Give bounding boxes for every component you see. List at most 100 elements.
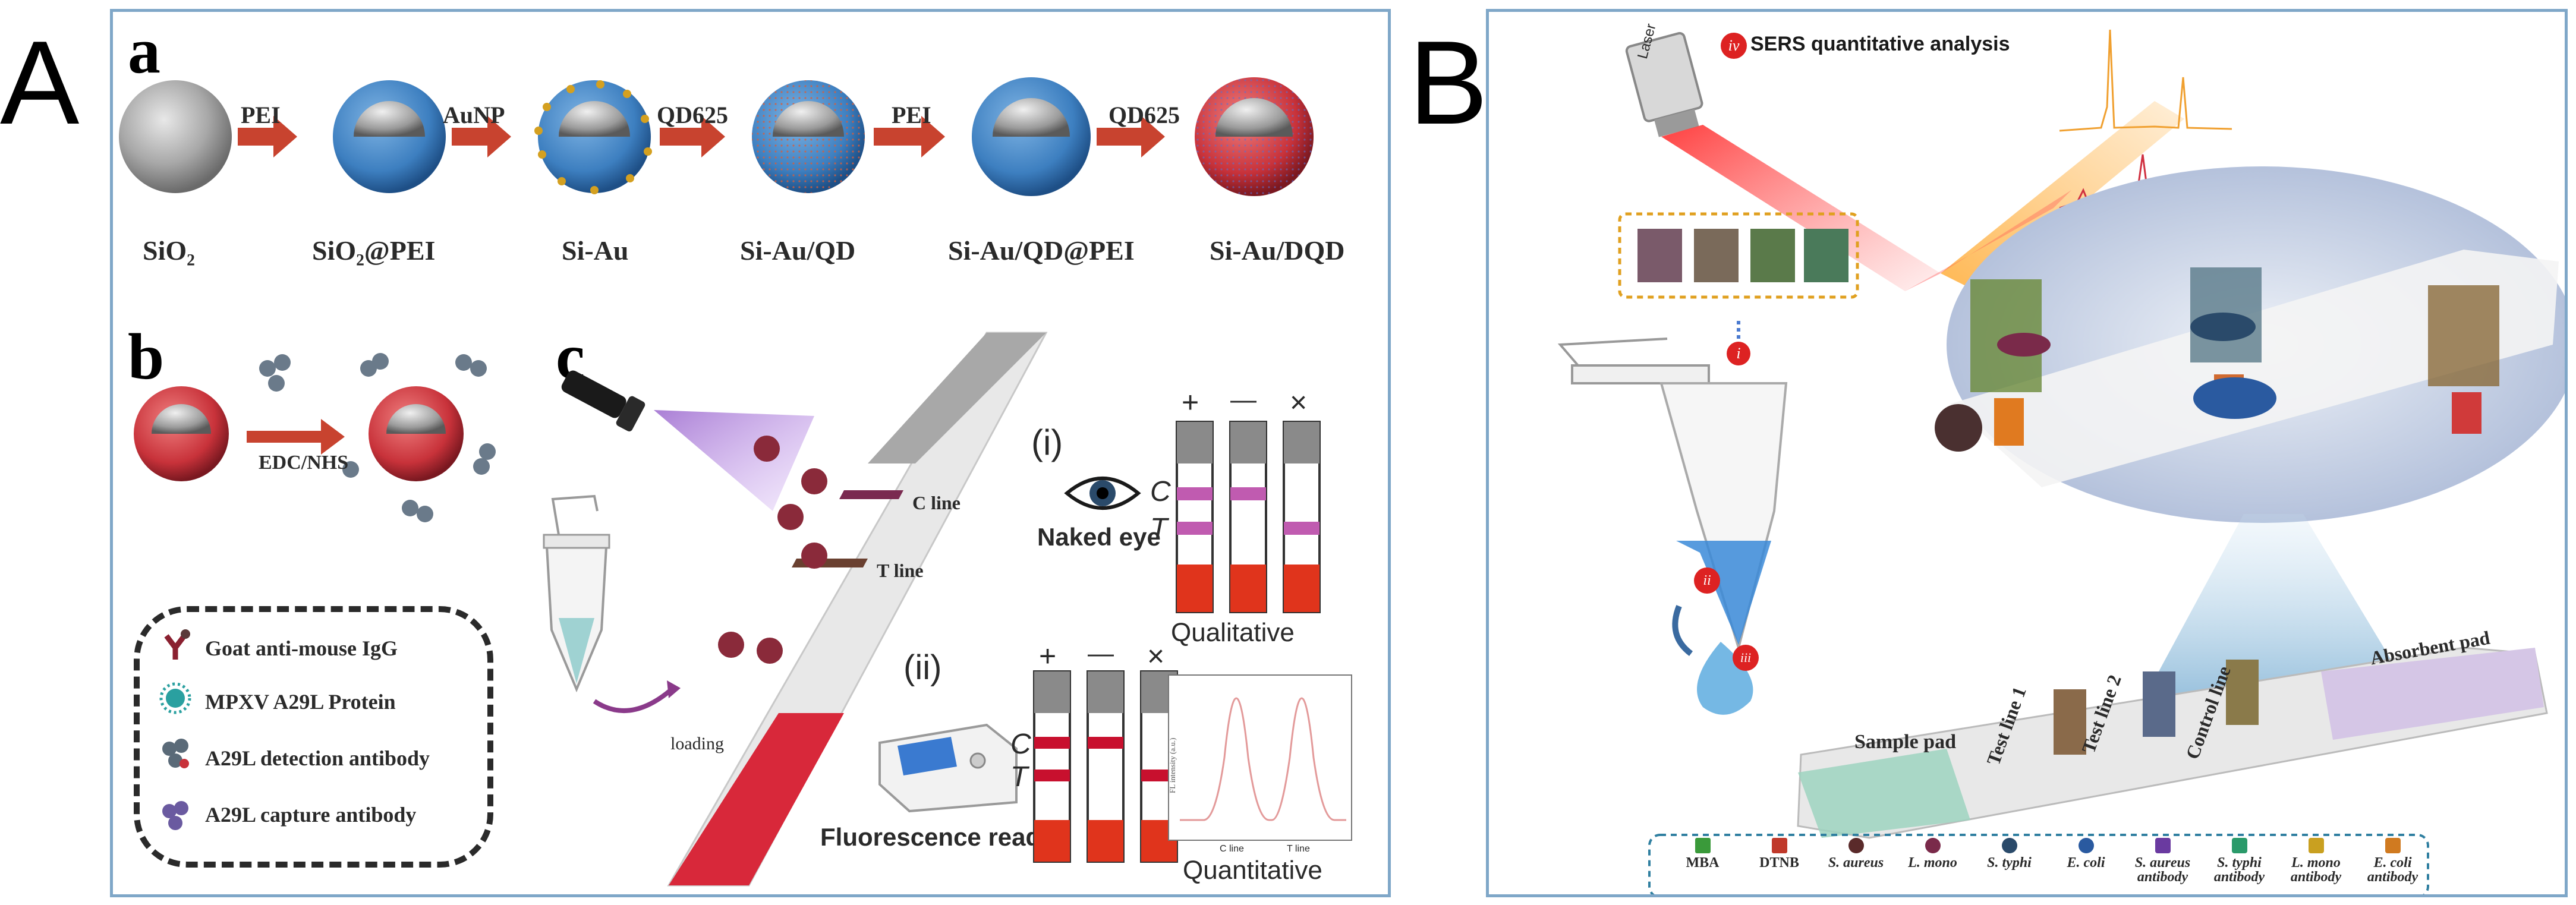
panel-b-letter: B bbox=[1409, 17, 1488, 149]
q-header-x: × bbox=[1290, 386, 1308, 419]
legend-b-label: MBA bbox=[1686, 855, 1720, 871]
capture-antibody-icon bbox=[162, 801, 188, 830]
panel-a-legend bbox=[134, 606, 493, 868]
si-au-dqd-particle bbox=[1195, 77, 1314, 196]
qt-label-c: C bbox=[1010, 729, 1031, 760]
q-label-t: T bbox=[1150, 513, 1168, 544]
legend-b-icon bbox=[1848, 838, 1864, 853]
panel-b-legend-items: MBA DTNB S. aureus L. mono S. typhi E. coli S.… bbox=[1664, 838, 2431, 891]
qt-header-plus: + bbox=[1039, 639, 1057, 673]
q-header-minus: — bbox=[1230, 385, 1256, 414]
legend-b-icon bbox=[1695, 838, 1711, 853]
legend-a-item-0: Goat anti-mouse IgG bbox=[205, 636, 398, 660]
arrow-label-pei-1: PEI bbox=[241, 102, 281, 128]
strip-test-probes bbox=[2054, 660, 2259, 755]
edc-nhs-label: EDC/NHS bbox=[259, 452, 349, 474]
legend-b-label: E. coli bbox=[2067, 855, 2105, 871]
quantitative-label: Quantitative bbox=[1183, 856, 1322, 885]
sub-a-letter: a bbox=[128, 14, 160, 87]
particle-label-sio2: SiO₂ bbox=[143, 235, 195, 266]
arrow-label-qd625-2: QD625 bbox=[1109, 102, 1180, 128]
legend-b-icon bbox=[2308, 838, 2324, 853]
particle-label-si-au: Si-Au bbox=[562, 235, 629, 266]
sers-lfa-illustration bbox=[1557, 29, 2565, 894]
free-antibody bbox=[259, 354, 291, 392]
goat-igg-icon bbox=[164, 629, 190, 660]
legend-b-item: E. coli antibody bbox=[2354, 838, 2431, 884]
sers-spectrum-orange bbox=[2059, 29, 2232, 132]
fluorescence-reader-icon bbox=[878, 723, 1018, 813]
legend-b-label: S. typhi antibody bbox=[2213, 855, 2265, 885]
sio2-particle bbox=[119, 80, 232, 193]
legend-b-icon bbox=[2155, 838, 2171, 853]
qt-header-minus: — bbox=[1088, 639, 1114, 668]
particle-label-si-au-qd: Si-Au/QD bbox=[740, 235, 856, 266]
plot-xlabel-c: C line bbox=[1220, 844, 1244, 854]
legend-a-item-2: A29L detection antibody bbox=[205, 746, 430, 770]
si-au-qd-pei-particle bbox=[972, 77, 1091, 196]
legend-a-item-1: MPXV A29L Protein bbox=[205, 690, 396, 714]
strip-particles bbox=[718, 436, 827, 664]
arrow-label-pei-2: PEI bbox=[892, 102, 931, 128]
legend-a-icons bbox=[159, 629, 191, 830]
legend-b-icon bbox=[2231, 838, 2247, 853]
legend-b-item: E. coli bbox=[2048, 838, 2124, 870]
scatter-beam bbox=[1941, 101, 2184, 291]
legend-b-item: S. aureus bbox=[1818, 838, 1894, 870]
q-label-c: C bbox=[1150, 476, 1171, 507]
legend-b-label: S. aureus bbox=[1828, 855, 1884, 871]
particle-label-si-au-dqd: Si-Au/DQD bbox=[1210, 235, 1345, 266]
naked-eye-label: Naked eye bbox=[1037, 523, 1161, 551]
zoom-probes bbox=[1935, 267, 2499, 452]
legend-b-icon bbox=[2385, 838, 2401, 853]
legend-b-item: MBA bbox=[1664, 838, 1741, 870]
step-ii-marker: ii bbox=[1694, 567, 1720, 594]
particle-label-sio2-pei: SiO₂@PEI bbox=[312, 235, 436, 266]
qualitative-strips bbox=[1176, 421, 1321, 613]
c-line-label: C line bbox=[912, 492, 961, 513]
sample-tube-icon bbox=[543, 494, 610, 693]
legend-b-label: S. aureus antibody bbox=[2134, 855, 2191, 885]
legend-b-label: L. mono bbox=[1908, 855, 1957, 871]
particle-label-si-au-qd-pei: Si-Au/QD@PEI bbox=[948, 235, 1135, 266]
legend-b-item: S. typhi antibody bbox=[2201, 838, 2278, 884]
legend-b-icon bbox=[1771, 838, 1787, 853]
legend-b-label: E. coli antibody bbox=[2367, 855, 2418, 885]
laser-beam bbox=[1661, 125, 1941, 291]
flashlight-icon bbox=[561, 370, 645, 431]
fluorescence-plot: FL intensity (a.u.) bbox=[1168, 674, 1352, 841]
qualitative-label: Qualitative bbox=[1171, 618, 1295, 647]
plot-xlabel-t: T line bbox=[1287, 844, 1310, 854]
legend-b-item: S. typhi bbox=[1971, 838, 2048, 870]
probe-mix-items bbox=[1637, 229, 1848, 282]
legend-b-item: L. mono bbox=[1894, 838, 1971, 870]
legend-b-label: DTNB bbox=[1759, 855, 1799, 871]
particle-synthesis-row bbox=[119, 77, 1314, 196]
si-au-qd-particle bbox=[752, 80, 865, 193]
laser-device-icon bbox=[1625, 31, 1703, 137]
eye-icon bbox=[1064, 477, 1141, 510]
i-label: (i) bbox=[1031, 422, 1063, 462]
arrow-label-aunp: AuNP bbox=[443, 102, 505, 128]
quantitative-strips bbox=[1033, 670, 1178, 863]
probe-mix-box bbox=[1618, 212, 1859, 299]
sers-title: SERS quantitative analysis bbox=[1750, 33, 2010, 55]
detection-antibody-icon bbox=[162, 739, 189, 768]
plot-ylabel: FL intensity (a.u.) bbox=[1168, 738, 1177, 793]
t-line-label: T line bbox=[877, 560, 924, 581]
sio2-pei-particle bbox=[333, 80, 446, 193]
zoom-cone bbox=[2143, 514, 2416, 701]
legend-b-icon bbox=[1925, 838, 1941, 853]
q-header-plus: + bbox=[1182, 386, 1199, 419]
absorbent-pad bbox=[2321, 648, 2544, 740]
fluorescence-curve bbox=[1180, 697, 1346, 821]
fluorescence-reader-label: Fluorescence reader bbox=[820, 823, 1065, 851]
step-iv-marker: iv bbox=[1721, 33, 1747, 59]
legend-b-icon bbox=[2078, 838, 2094, 853]
step-iii-marker: iii bbox=[1733, 645, 1759, 671]
step-i-marker: i bbox=[1727, 342, 1750, 365]
synthesis-arrows bbox=[238, 116, 1165, 157]
legend-b-item: S. aureus antibody bbox=[2124, 838, 2201, 884]
panel-a-letter: A bbox=[0, 17, 80, 149]
antibody-conjugation bbox=[134, 353, 496, 522]
